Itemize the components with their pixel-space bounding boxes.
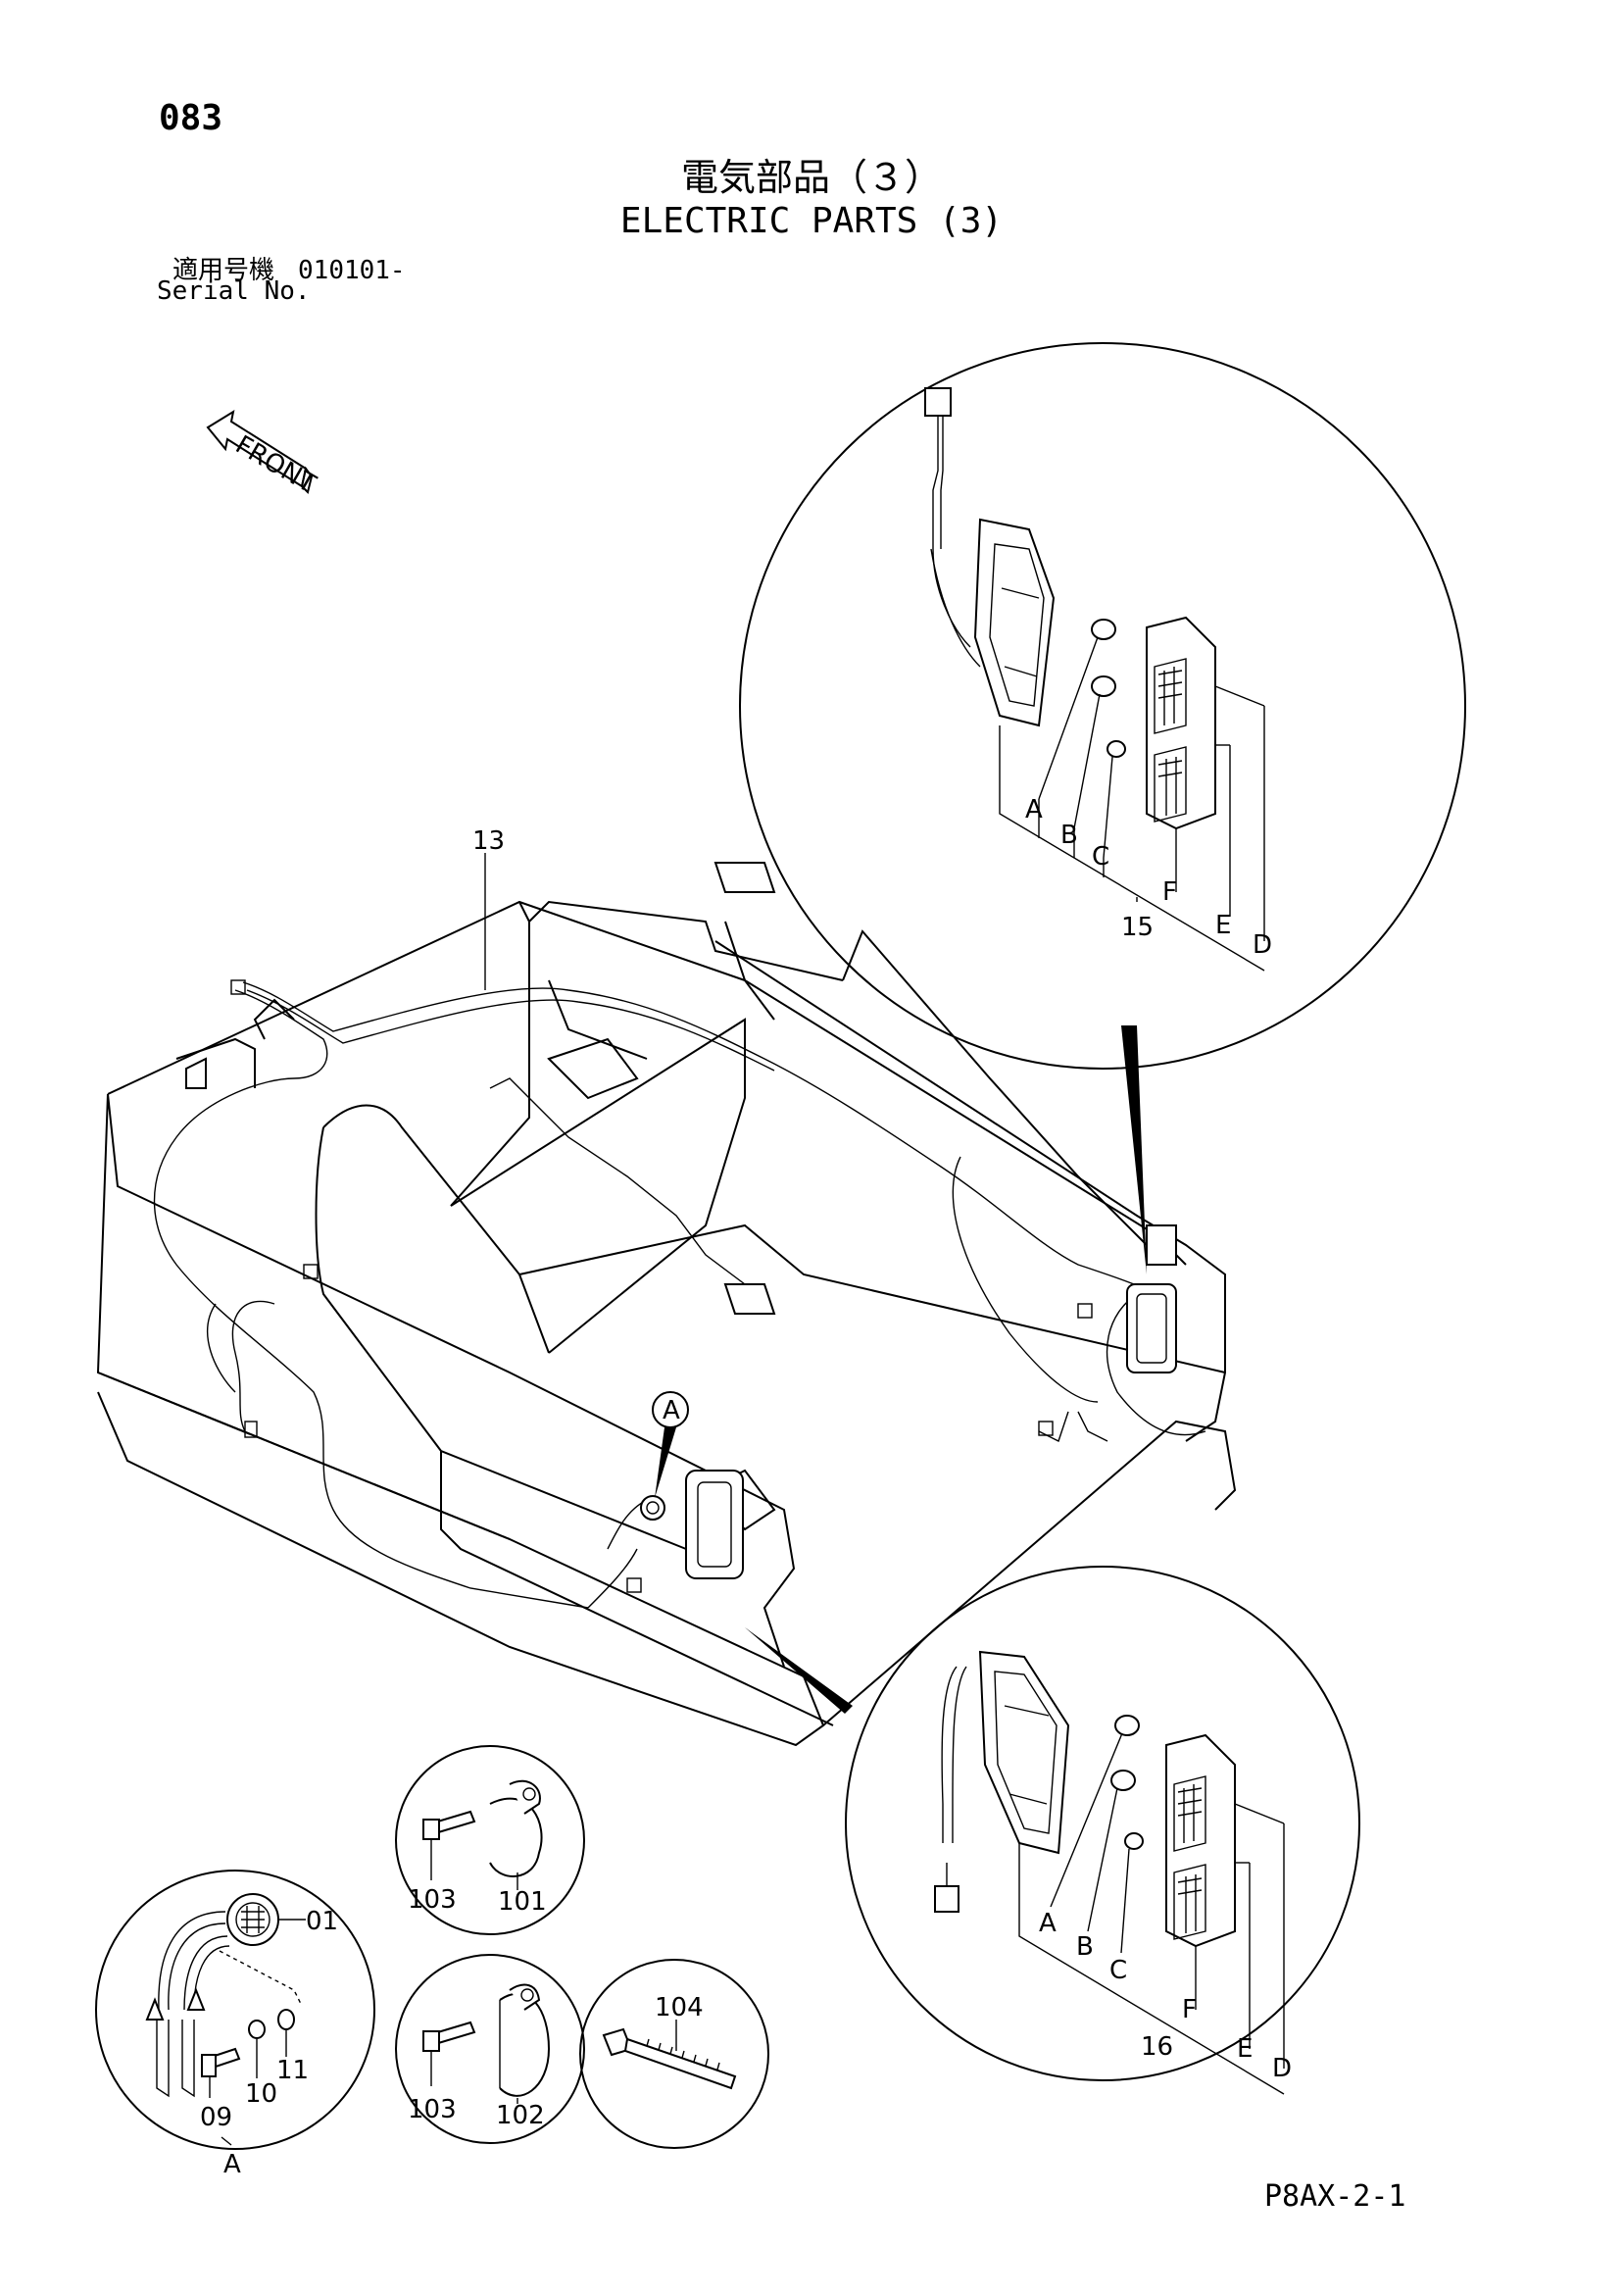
document-code: P8AX-2-1 [1264, 2179, 1406, 2214]
front-label: FRONT [230, 430, 320, 499]
detail-a-label: A [223, 2150, 241, 2179]
upper-part-e: E [1215, 911, 1231, 940]
lower-part-f: F [1182, 1995, 1197, 2024]
upper-part-f: F [1162, 877, 1177, 907]
serial-line: 適用号機 010101- [172, 250, 406, 286]
lower-part-a: A [1039, 1909, 1057, 1938]
page-title-jp: 電気部品（３） [680, 156, 942, 199]
lower-part-e: E [1237, 2034, 1253, 2064]
detail-marker-a-label: A [663, 1396, 680, 1425]
page-title-en: ELECTRIC PARTS (3) [619, 201, 1004, 241]
tie-band-104: 104 [655, 1993, 704, 2022]
lower-assembly-16: 16 [1141, 2032, 1173, 2062]
clamp-102-part: 102 [496, 2101, 545, 2130]
upper-part-c: C [1092, 842, 1109, 872]
lower-part-c: C [1109, 1956, 1127, 1985]
clamp-101-bolt: 103 [408, 1885, 457, 1915]
lower-part-d: D [1272, 2054, 1292, 2083]
pointer-upper [1121, 1025, 1147, 1274]
detail-circle-a: 01 09 10 11 A [95, 1870, 375, 2179]
detail-circle-101: 103 101 [395, 1745, 585, 1935]
wire-harness-13: 13 [153, 826, 1206, 1609]
serial-label-jp: 適用号機 [172, 256, 275, 285]
front-arrow-icon: FRONT [206, 409, 320, 499]
detail-a-part-01: 01 [306, 1907, 338, 1936]
upper-part-b: B [1060, 821, 1078, 850]
rear-lamp-right [1126, 1224, 1177, 1373]
cab-frame [96, 862, 1237, 1747]
upper-part-d: D [1253, 930, 1272, 960]
clamp-101-part: 101 [498, 1887, 547, 1917]
serial-value: 010101- [298, 256, 406, 285]
page-number: 083 [159, 98, 223, 138]
detail-circle-102: 103 102 [395, 1954, 585, 2144]
upper-assembly-15: 15 [1121, 913, 1154, 942]
serial-label-en: Serial No. [157, 276, 311, 306]
lower-part-b: B [1076, 1932, 1094, 1962]
detail-a-part-09: 09 [200, 2103, 232, 2132]
detail-circle-104: 104 [579, 1959, 769, 2149]
detail-a-part-10: 10 [245, 2079, 277, 2109]
upper-part-a: A [1025, 795, 1043, 824]
front-lamp-left: A [640, 1391, 744, 1579]
detail-circle-16: A B C F E D 16 [845, 1566, 1360, 2095]
pointer-lower [745, 1627, 853, 1714]
part-label-13: 13 [472, 826, 505, 856]
clamp-102-bolt: 103 [408, 2095, 457, 2124]
detail-a-part-11: 11 [276, 2056, 309, 2085]
detail-circle-15: A B C F E D 15 [739, 342, 1466, 1070]
